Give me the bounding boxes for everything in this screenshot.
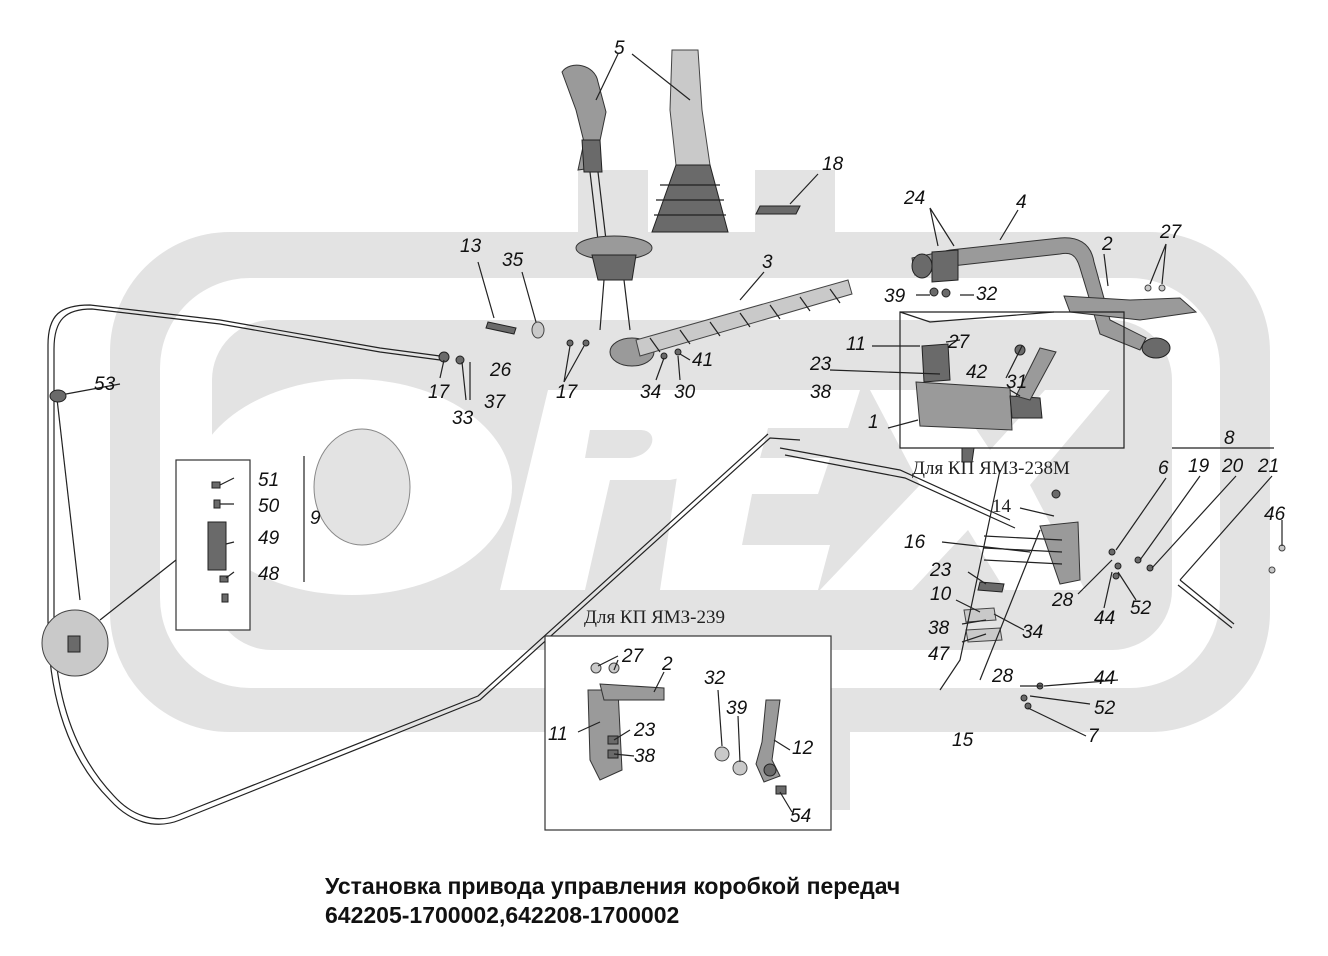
callout-32b: 32: [704, 668, 726, 689]
callout-39: 39: [884, 286, 906, 307]
callout-30: 30: [674, 382, 696, 403]
inset-kp-239: Для КП ЯМЗ-239: [544, 607, 832, 831]
callout-20: 20: [1221, 456, 1244, 477]
callout-14: 14: [992, 496, 1012, 517]
callout-35: 35: [502, 250, 524, 271]
callout-41: 41: [692, 350, 713, 371]
callout-19: 19: [1188, 456, 1210, 477]
callout-26: 26: [489, 360, 512, 381]
callout-52b: 52: [1094, 698, 1116, 719]
plate-18: [755, 205, 801, 215]
detail-box-9: [41, 456, 305, 677]
rod-3: [635, 279, 853, 357]
callout-3: 3: [762, 252, 773, 273]
callout-27c: 27: [621, 646, 645, 667]
callout-1: 1: [868, 412, 879, 433]
callout-33: 33: [452, 408, 474, 429]
callout-labels: 5 18 24 4 2 27 39 32 13 35 3 53 26 17 33…: [94, 38, 1286, 827]
callout-18: 18: [822, 154, 844, 175]
callout-53: 53: [94, 374, 116, 395]
callout-28b: 28: [991, 666, 1014, 687]
callout-32: 32: [976, 284, 998, 305]
callout-54: 54: [790, 806, 811, 827]
inset-kp-238m: Для КП ЯМЗ-238М: [899, 311, 1125, 479]
callout-38b: 38: [928, 618, 950, 639]
callout-11: 11: [846, 334, 866, 355]
gear-lever-assembly: [561, 49, 729, 367]
callout-51: 51: [258, 470, 279, 491]
callout-4: 4: [1016, 192, 1027, 213]
callout-47: 47: [928, 644, 951, 665]
callout-8: 8: [1224, 428, 1235, 449]
callout-48: 48: [258, 564, 280, 585]
callout-23b: 23: [929, 560, 952, 581]
callout-38: 38: [810, 382, 832, 403]
callout-2b: 2: [661, 654, 673, 675]
callout-37: 37: [484, 392, 507, 413]
callout-46: 46: [1264, 504, 1286, 525]
callout-11b: 11: [548, 724, 568, 745]
diagram-caption: Установка привода управления коробкой пе…: [325, 872, 900, 930]
leader-lines: [65, 53, 1283, 813]
callout-44b: 44: [1094, 668, 1115, 689]
caption-line-1: Установка привода управления коробкой пе…: [325, 873, 901, 899]
callout-13: 13: [460, 236, 482, 257]
callout-12: 12: [792, 738, 814, 759]
callout-52: 52: [1130, 598, 1152, 619]
kp-239-parts: [939, 469, 1286, 710]
shaft-4: [911, 237, 1198, 359]
callout-9: 9: [310, 508, 321, 529]
note-kp-238m: Для КП ЯМЗ-238М: [912, 458, 1070, 479]
callout-44: 44: [1094, 608, 1115, 629]
callout-17b: 17: [556, 382, 579, 403]
callout-23: 23: [809, 354, 832, 375]
small-parts: [438, 284, 1166, 365]
callout-10: 10: [930, 584, 952, 605]
note-kp-239: Для КП ЯМЗ-239: [584, 607, 725, 628]
callout-23c: 23: [633, 720, 656, 741]
callout-16: 16: [904, 532, 926, 553]
callout-39b: 39: [726, 698, 748, 719]
callout-27b: 27: [947, 332, 971, 353]
callout-50: 50: [258, 496, 280, 517]
watermark: [110, 170, 1270, 810]
callout-27: 27: [1159, 222, 1183, 243]
callout-2: 2: [1101, 234, 1113, 255]
control-cable: [47, 304, 1016, 825]
callout-31: 31: [1006, 372, 1027, 393]
callout-42: 42: [966, 362, 988, 383]
callout-38c: 38: [634, 746, 656, 767]
callout-15: 15: [952, 730, 974, 751]
callout-7: 7: [1088, 726, 1100, 747]
callout-24: 24: [903, 188, 925, 209]
callout-28: 28: [1051, 590, 1074, 611]
callout-49: 49: [258, 528, 280, 549]
caption-line-2: 642205-1700002,642208-1700002: [325, 902, 680, 928]
callout-34b: 34: [1022, 622, 1043, 643]
callout-5: 5: [614, 38, 625, 59]
callout-6: 6: [1158, 458, 1169, 479]
callout-17a: 17: [428, 382, 451, 403]
callout-21: 21: [1257, 456, 1279, 477]
callout-34: 34: [640, 382, 661, 403]
